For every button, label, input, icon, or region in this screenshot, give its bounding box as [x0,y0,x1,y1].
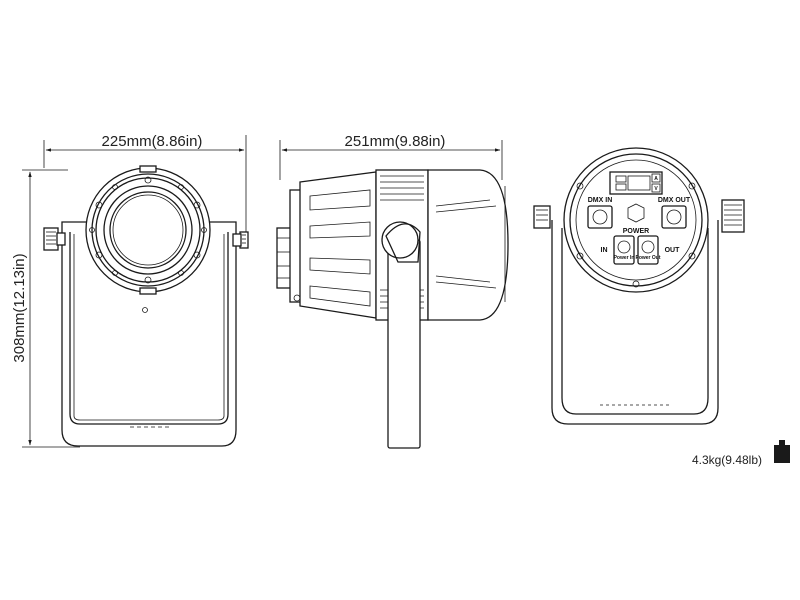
rear-yoke [551,220,719,425]
rear-view: A V DMX IN DMX OUT POWER IN OUT Power In… [533,147,745,425]
rear-left-knob [533,205,551,229]
front-width-label: 225mm(8.86in) [102,133,203,150]
display-button-down: V [654,186,658,192]
power-in-side-label: IN [601,247,608,254]
side-yoke-arm [387,239,421,449]
front-view: 225mm(8.86in) 308mm(12.13in) [11,133,249,448]
weight-icon [774,440,790,463]
display-button-up: A [654,176,658,182]
front-screws [89,176,207,313]
dmx-in-connector [587,205,613,229]
power-label: POWER [623,228,649,235]
side-front-housing [427,169,509,321]
height-dimension: 308mm(12.13in) [11,169,80,448]
weight-label: 4.3kg(9.48lb) [692,453,762,467]
rear-right-knob [721,199,745,233]
dmx-out-connector [661,205,687,229]
power-out-label: Power Out [635,255,660,261]
rear-display-panel [609,171,663,195]
front-left-knob [43,227,59,251]
weight-info: 4.3kg(9.48lb) [692,440,790,467]
dmx-out-label: DMX OUT [658,197,691,204]
side-depth-dimension: 251mm(9.88in) [279,133,503,180]
power-out-connector [637,235,659,265]
power-in-label: Power In [614,255,635,261]
power-in-connector [613,235,635,265]
side-depth-label: 251mm(9.88in) [345,133,446,150]
rear-head [563,147,709,293]
front-lens [109,191,187,269]
side-view: 251mm(9.88in) [276,133,509,449]
front-yoke [61,221,237,447]
height-label: 308mm(12.13in) [11,253,28,362]
front-width-dimension: 225mm(8.86in) [43,133,247,232]
side-rear-housing [299,171,377,319]
power-out-side-label: OUT [665,247,681,254]
rear-center-hex [627,203,645,223]
dmx-in-label: DMX IN [588,197,613,204]
